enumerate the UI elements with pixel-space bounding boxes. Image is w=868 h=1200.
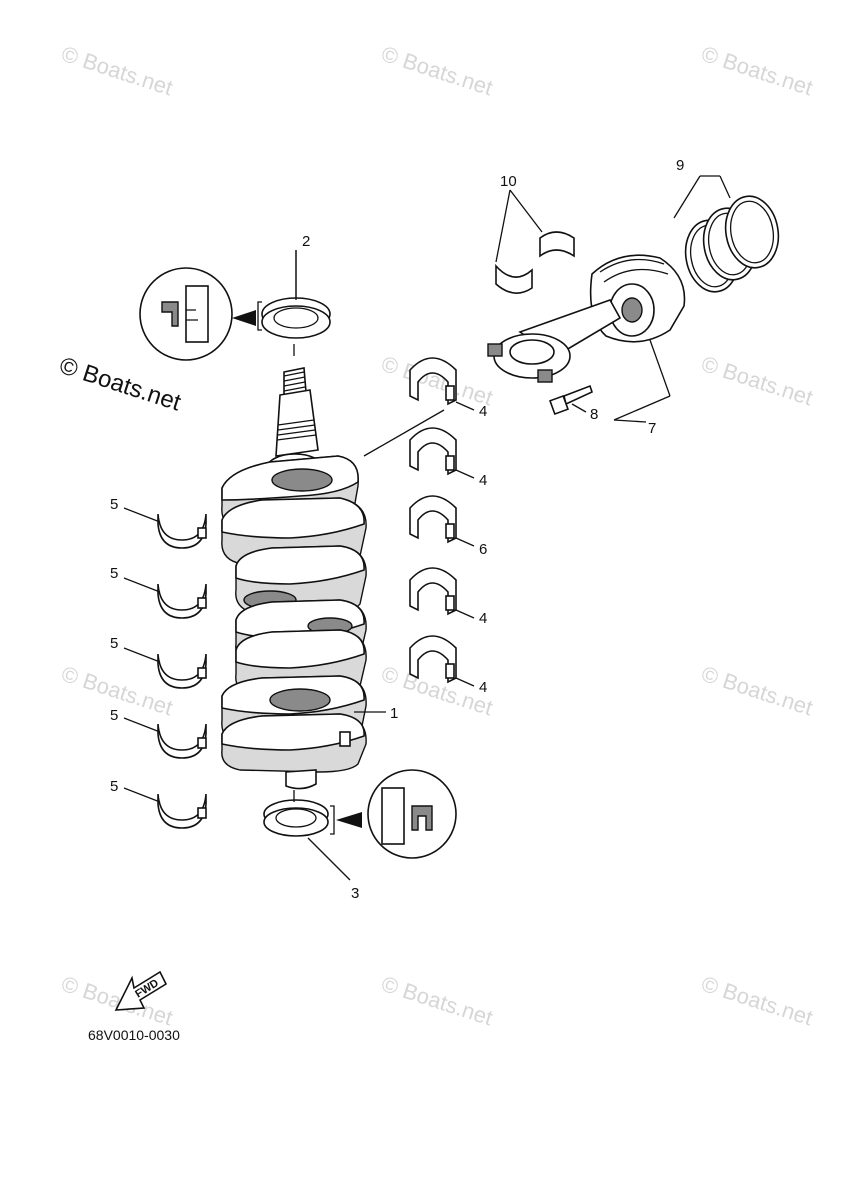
rod-bearing-5a — [157, 513, 207, 549]
leader-lines — [123, 175, 731, 803]
callout-4: 4 — [479, 472, 487, 489]
oil-seal-bottom — [263, 790, 351, 881]
callout-8: 8 — [590, 406, 598, 423]
callout-4: 4 — [479, 403, 487, 420]
callout-1: 1 — [390, 705, 398, 722]
main-bearing-4a — [409, 357, 457, 406]
rod-bearing-5e — [157, 793, 207, 829]
rod-bearing-5d — [157, 723, 207, 759]
callout-5: 5 — [110, 707, 118, 724]
main-bearing-4d — [409, 635, 457, 684]
piston-rings — [684, 195, 780, 293]
callout-4: 4 — [479, 679, 487, 696]
main-bearing-4b — [409, 427, 457, 476]
callout-5: 5 — [110, 496, 118, 513]
callout-2: 2 — [302, 233, 310, 250]
watermark: © Boats.net — [698, 971, 815, 1030]
main-bearing-6 — [409, 495, 457, 544]
callout-5: 5 — [110, 778, 118, 795]
watermark: © Boats.net — [378, 971, 495, 1030]
callout-3: 3 — [351, 885, 359, 902]
callout-5: 5 — [110, 635, 118, 652]
callout-7: 7 — [648, 420, 656, 437]
main-bearing-4c — [409, 567, 457, 616]
conrod-bolt — [549, 384, 593, 415]
watermark: © Boats.net — [698, 41, 815, 100]
rod-bearing-5c — [157, 653, 207, 689]
watermark: © Boats.net — [378, 41, 495, 100]
callout-6: 6 — [479, 541, 487, 558]
watermark: © Boats.net — [58, 41, 175, 100]
callout-5: 5 — [110, 565, 118, 582]
callout-4: 4 — [479, 610, 487, 627]
watermark-main: © Boats.net — [56, 352, 184, 417]
drawing-code: 68V0010-0030 — [88, 1027, 180, 1043]
callout-9: 9 — [676, 157, 684, 174]
watermark-group: © Boats.net © Boats.net © Boats.net © Bo… — [56, 41, 816, 1030]
piston-assembly — [487, 254, 686, 383]
watermark: © Boats.net — [698, 661, 815, 720]
callout-10: 10 — [500, 173, 517, 190]
crankshaft — [221, 367, 367, 790]
conrod-bearing-10 — [495, 231, 575, 294]
rod-bearing-5b — [157, 583, 207, 619]
watermark: © Boats.net — [698, 351, 815, 410]
seal-detail-inset-top — [139, 267, 256, 361]
callouts: 1 2 3 4 4 6 4 4 5 5 5 5 5 7 8 9 10 — [110, 157, 684, 902]
seal-detail-inset-bottom — [336, 769, 457, 859]
oil-seal-top — [257, 250, 331, 356]
